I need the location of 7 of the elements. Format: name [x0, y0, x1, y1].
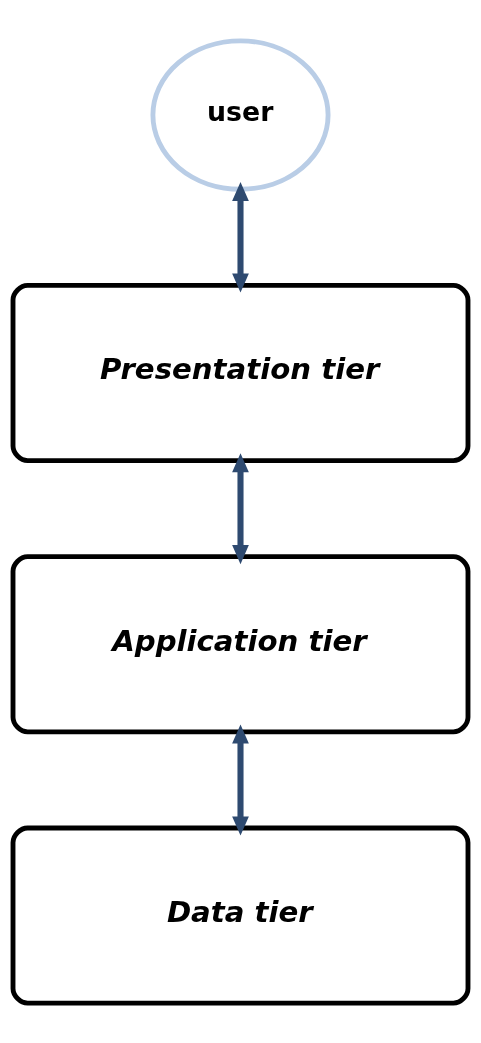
node-ellipse: user	[150, 37, 331, 192]
arrow	[232, 452, 249, 564]
node-box: Presentation tier	[10, 282, 471, 463]
node-box: Application tier	[10, 553, 471, 734]
node-box: Data tier	[10, 825, 471, 1006]
arrow	[232, 181, 249, 293]
arrow	[232, 723, 249, 836]
